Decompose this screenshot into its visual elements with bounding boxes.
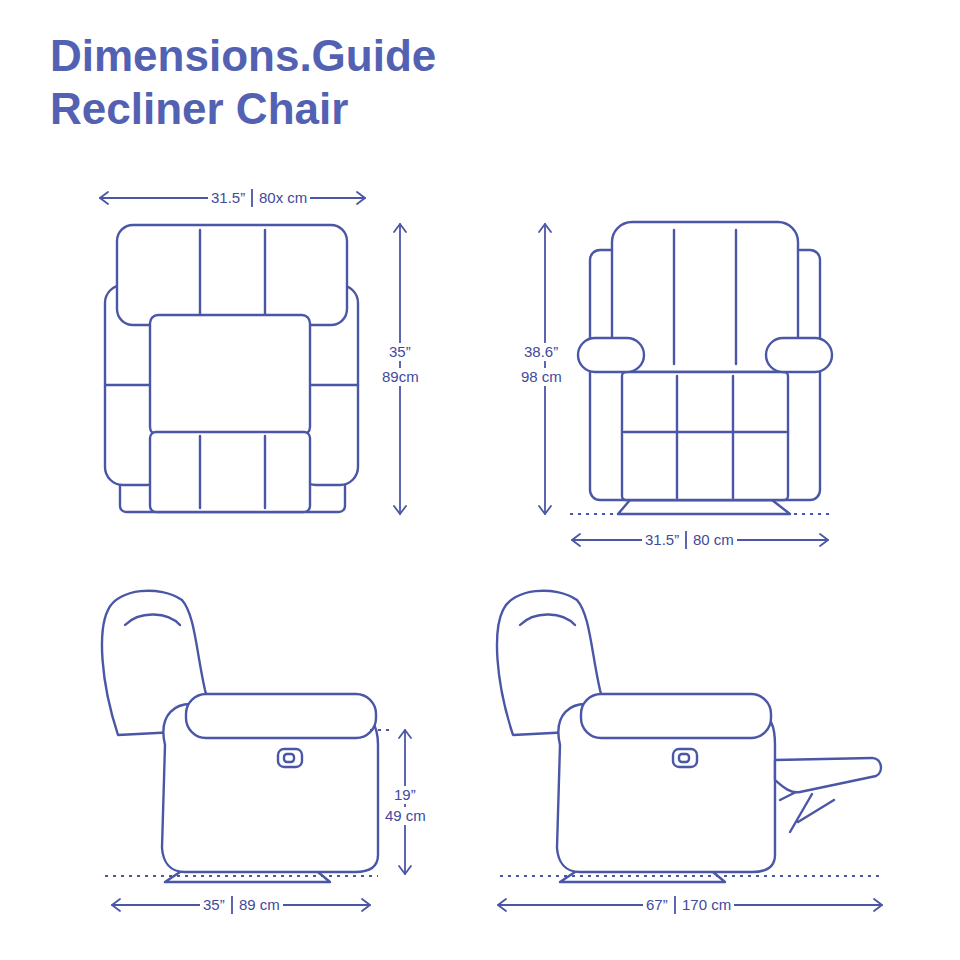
dimension-label: 49 cm <box>382 807 429 825</box>
dimension-label: 35” <box>200 896 228 914</box>
page-title: Dimensions.Guide Recliner Chair <box>50 30 520 136</box>
dimension-label: 170 cm <box>679 896 734 914</box>
dimension-label: 67” <box>643 896 671 914</box>
dimension-arrow <box>100 192 882 911</box>
dimension-label: 89cm <box>379 368 422 386</box>
reclined-view <box>497 591 881 882</box>
dimension-label: 80x cm <box>256 189 310 207</box>
value-divider <box>226 188 692 915</box>
dimension-label: 80 cm <box>690 531 737 549</box>
dimension-label: 89 cm <box>236 896 283 914</box>
dimension-label: 38.6” <box>521 343 561 361</box>
dimension-label: 35” <box>386 343 414 361</box>
top-view <box>105 225 358 512</box>
ground-line <box>105 514 882 876</box>
dimension-label: 31.5” <box>642 531 682 549</box>
dimension-label: 19” <box>391 786 419 804</box>
dimension-label: 98 cm <box>518 368 565 386</box>
side-view <box>102 591 378 882</box>
front-view <box>578 222 832 514</box>
dimension-label: 31.5” <box>208 189 248 207</box>
